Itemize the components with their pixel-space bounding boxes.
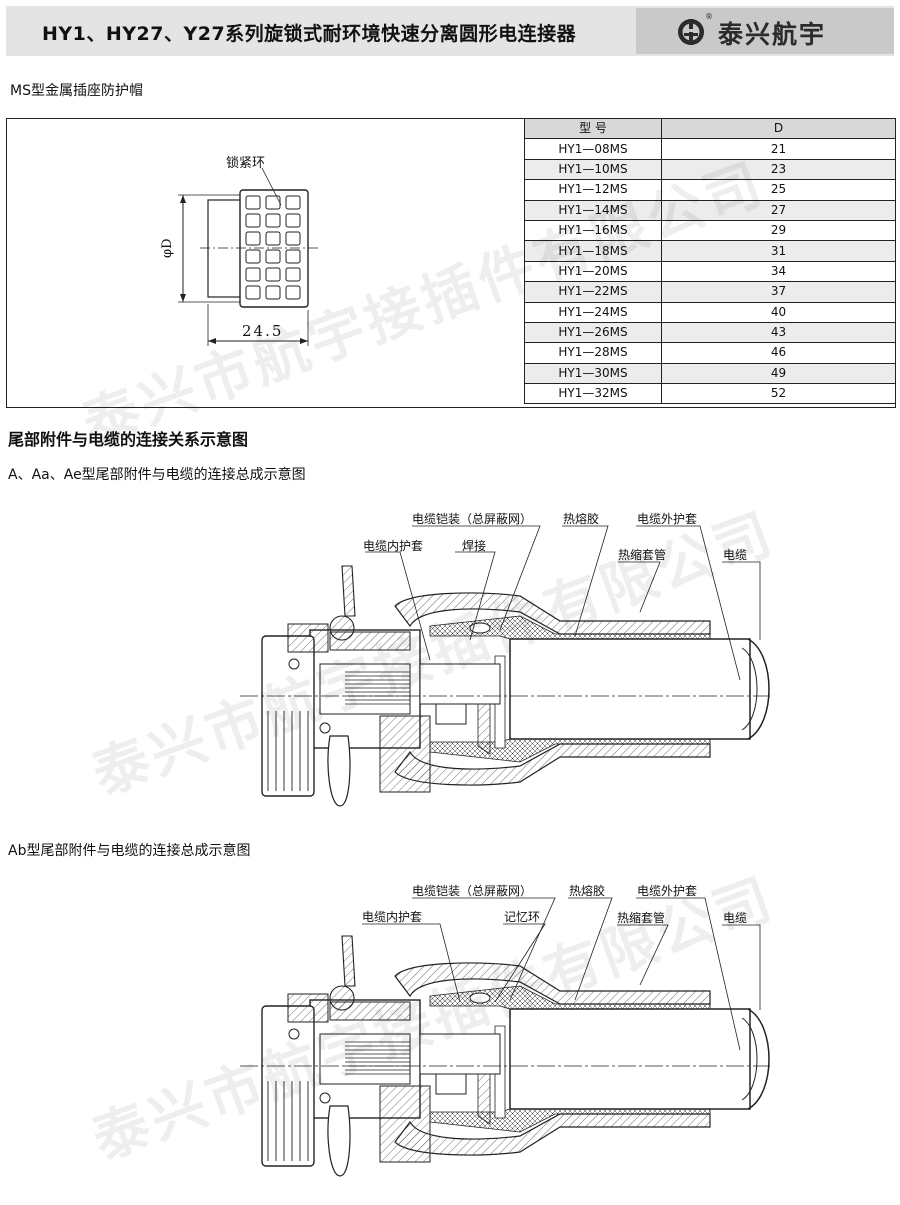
table-header-row: 型 号 D — [524, 117, 896, 140]
diagram-b-cable-label: 电缆 — [723, 911, 748, 925]
diagram-a-title: A、Aa、Ae型尾部附件与电缆的连接总成示意图 — [8, 467, 306, 483]
cell-d: 40 — [661, 301, 896, 323]
page-header: HY1、HY27、Y27系列旋锁式耐环境快速分离圆形电连接器 ® 泰兴航宇 — [0, 0, 900, 62]
cell-d: 31 — [661, 240, 896, 262]
length-dimension-label: 24.5 — [242, 322, 284, 340]
cell-model: HY1—32MS — [524, 383, 662, 405]
cell-model: HY1—16MS — [524, 219, 662, 242]
diagram-b-hot-glue-label: 热熔胶 — [569, 884, 606, 898]
diagram-b-memory-ring-label: 记忆环 — [504, 910, 541, 924]
cell-model: HY1—30MS — [524, 362, 662, 385]
column-header-model: 型 号 — [524, 117, 662, 140]
cell-d: 46 — [661, 342, 896, 364]
diameter-label: φD — [160, 238, 175, 258]
diagram-b-armor-label: 电缆铠装（总屏蔽网） — [412, 884, 533, 898]
watermark: 泰兴市航宇接插件有限公司 — [84, 865, 784, 1174]
diagram-a-outer-sheath-label: 电缆外护套 — [637, 512, 698, 526]
diagram-b-title: Ab型尾部附件与电缆的连接总成示意图 — [8, 843, 251, 859]
cell-d: 29 — [661, 219, 896, 242]
diagram-a-hot-glue-label: 热熔胶 — [563, 512, 600, 526]
cell-d: 52 — [661, 383, 896, 405]
cell-d: 34 — [661, 260, 896, 283]
cell-model: HY1—12MS — [524, 179, 662, 201]
cell-model: HY1—26MS — [524, 321, 662, 344]
section-protective-cap-title: MS型金属插座防护帽 — [10, 83, 143, 99]
section-connection-title: 尾部附件与电缆的连接关系示意图 — [8, 430, 249, 449]
page-title: HY1、HY27、Y27系列旋锁式耐环境快速分离圆形电连接器 — [42, 23, 577, 45]
brand-logo-icon — [678, 19, 704, 45]
diagram-a-shrink-tube-label: 热缩套管 — [618, 548, 667, 562]
diagram-a-solder-label: 焊接 — [462, 539, 487, 553]
cell-d: 27 — [661, 199, 896, 221]
registered-mark: ® — [705, 12, 713, 21]
cell-model: HY1—08MS — [524, 138, 662, 160]
diagram-b-outer-sheath-label: 电缆外护套 — [637, 884, 698, 898]
cell-d: 49 — [661, 362, 896, 385]
cell-model: HY1—24MS — [524, 301, 662, 323]
column-header-d: D — [661, 117, 896, 140]
cap-drawing-panel — [6, 118, 896, 408]
cell-model: HY1—22MS — [524, 281, 662, 303]
cell-d: 37 — [661, 281, 896, 303]
diagram-b-shrink-tube-label: 热缩套管 — [617, 911, 666, 925]
diagram-b-inner-sheath-label: 电缆内护套 — [362, 910, 423, 924]
lock-ring-label: 锁紧环 — [226, 156, 266, 171]
cell-d: 23 — [661, 158, 896, 181]
cell-model: HY1—28MS — [524, 342, 662, 364]
diagram-a-cable-label: 电缆 — [723, 548, 748, 562]
cell-d: 43 — [661, 321, 896, 344]
brand-name: 泰兴航宇 — [718, 20, 827, 49]
diagram-a-inner-sheath-label: 电缆内护套 — [363, 539, 424, 553]
diagram-a-armor-label: 电缆铠装（总屏蔽网） — [412, 512, 533, 526]
watermark: 泰兴市航宇接插件有限公司 — [84, 500, 784, 809]
cell-model: HY1—20MS — [524, 260, 662, 283]
